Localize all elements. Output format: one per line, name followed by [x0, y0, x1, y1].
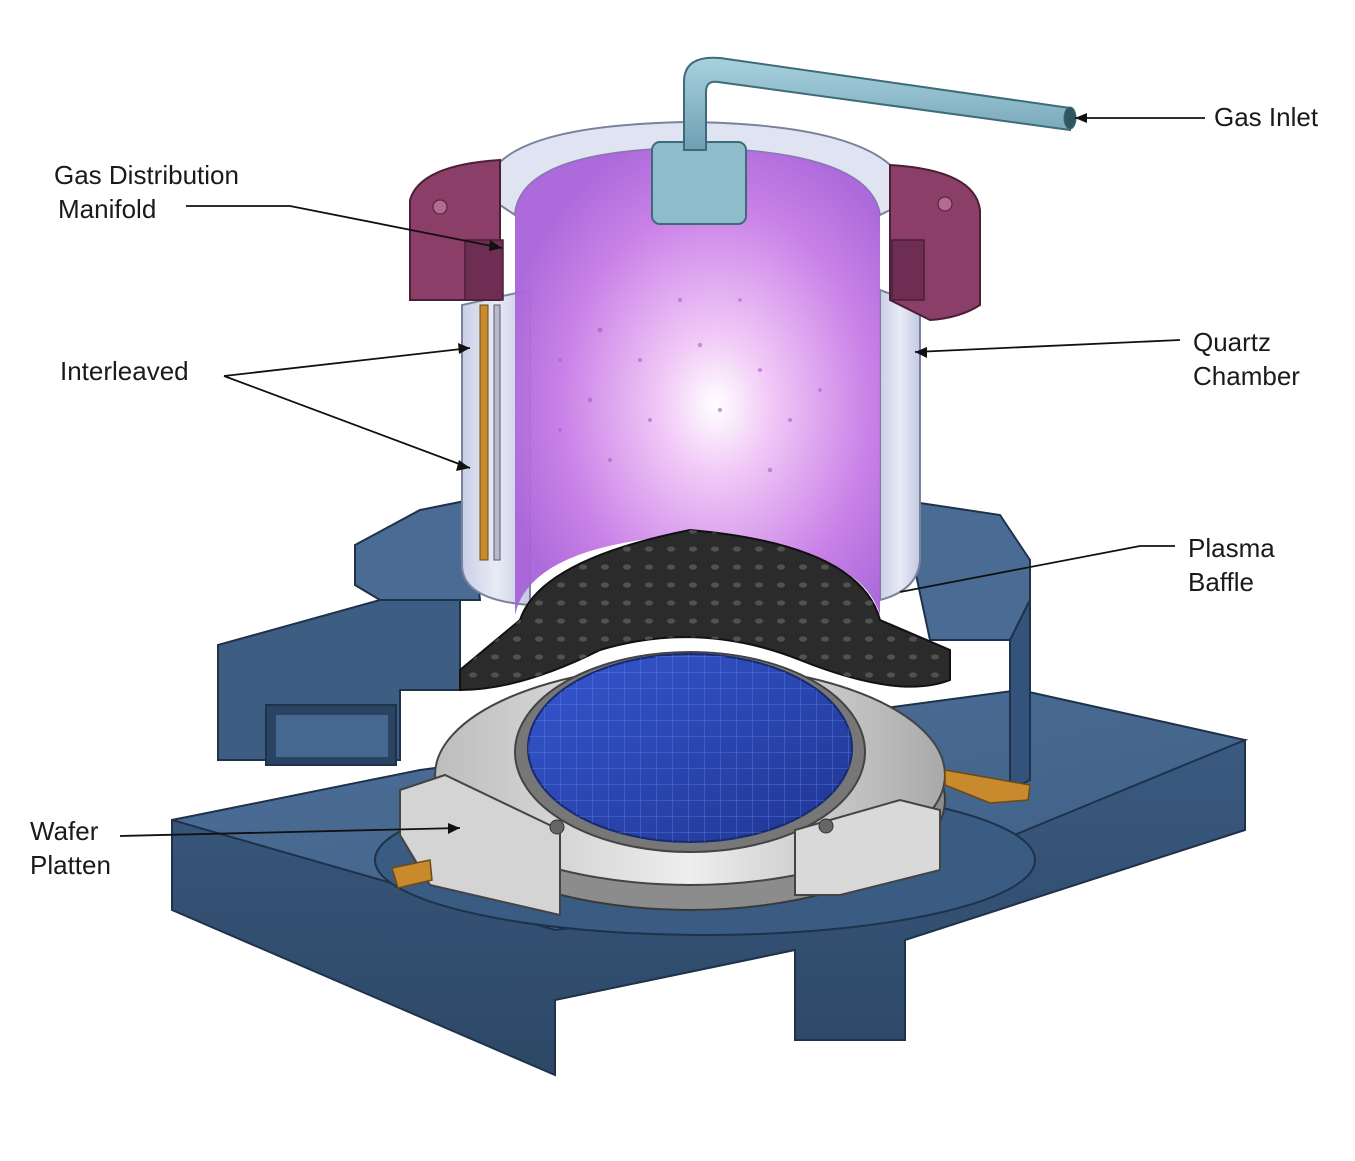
- leader-lines: [119, 117, 1205, 837]
- label-quartz-chamber: Quartz Chamber: [1193, 327, 1300, 391]
- gas-distribution-manifold: [409, 158, 981, 322]
- leader-interleaved-lower: [223, 375, 471, 469]
- interleaved-electrodes: [479, 304, 501, 561]
- leader-arrowheads: [448, 113, 1087, 834]
- leader-gas-distribution-manifold: [186, 205, 503, 249]
- quartz-chamber: [461, 120, 921, 607]
- plasma-baffle: [459, 528, 951, 692]
- label-gas-inlet: Gas Inlet: [1214, 102, 1319, 132]
- left-clamp: [399, 773, 561, 917]
- label-wafer-platten: Wafer Platten: [30, 816, 111, 880]
- leader-interleaved-upper: [223, 347, 471, 377]
- label-plasma-baffle: Plasma Baffle: [1188, 533, 1275, 597]
- leader-plasma-baffle: [899, 545, 1175, 593]
- label-gas-distribution-manifold: Gas Distribution Manifold: [54, 160, 239, 224]
- leader-quartz-chamber: [914, 339, 1181, 353]
- right-electrode-tab: [944, 769, 1031, 804]
- label-interleaved: Interleaved: [60, 356, 189, 386]
- leader-wafer-platten: [119, 827, 461, 837]
- plasma-region: [515, 148, 880, 615]
- left-electrode-tab: [391, 859, 433, 889]
- wafer: [527, 653, 853, 843]
